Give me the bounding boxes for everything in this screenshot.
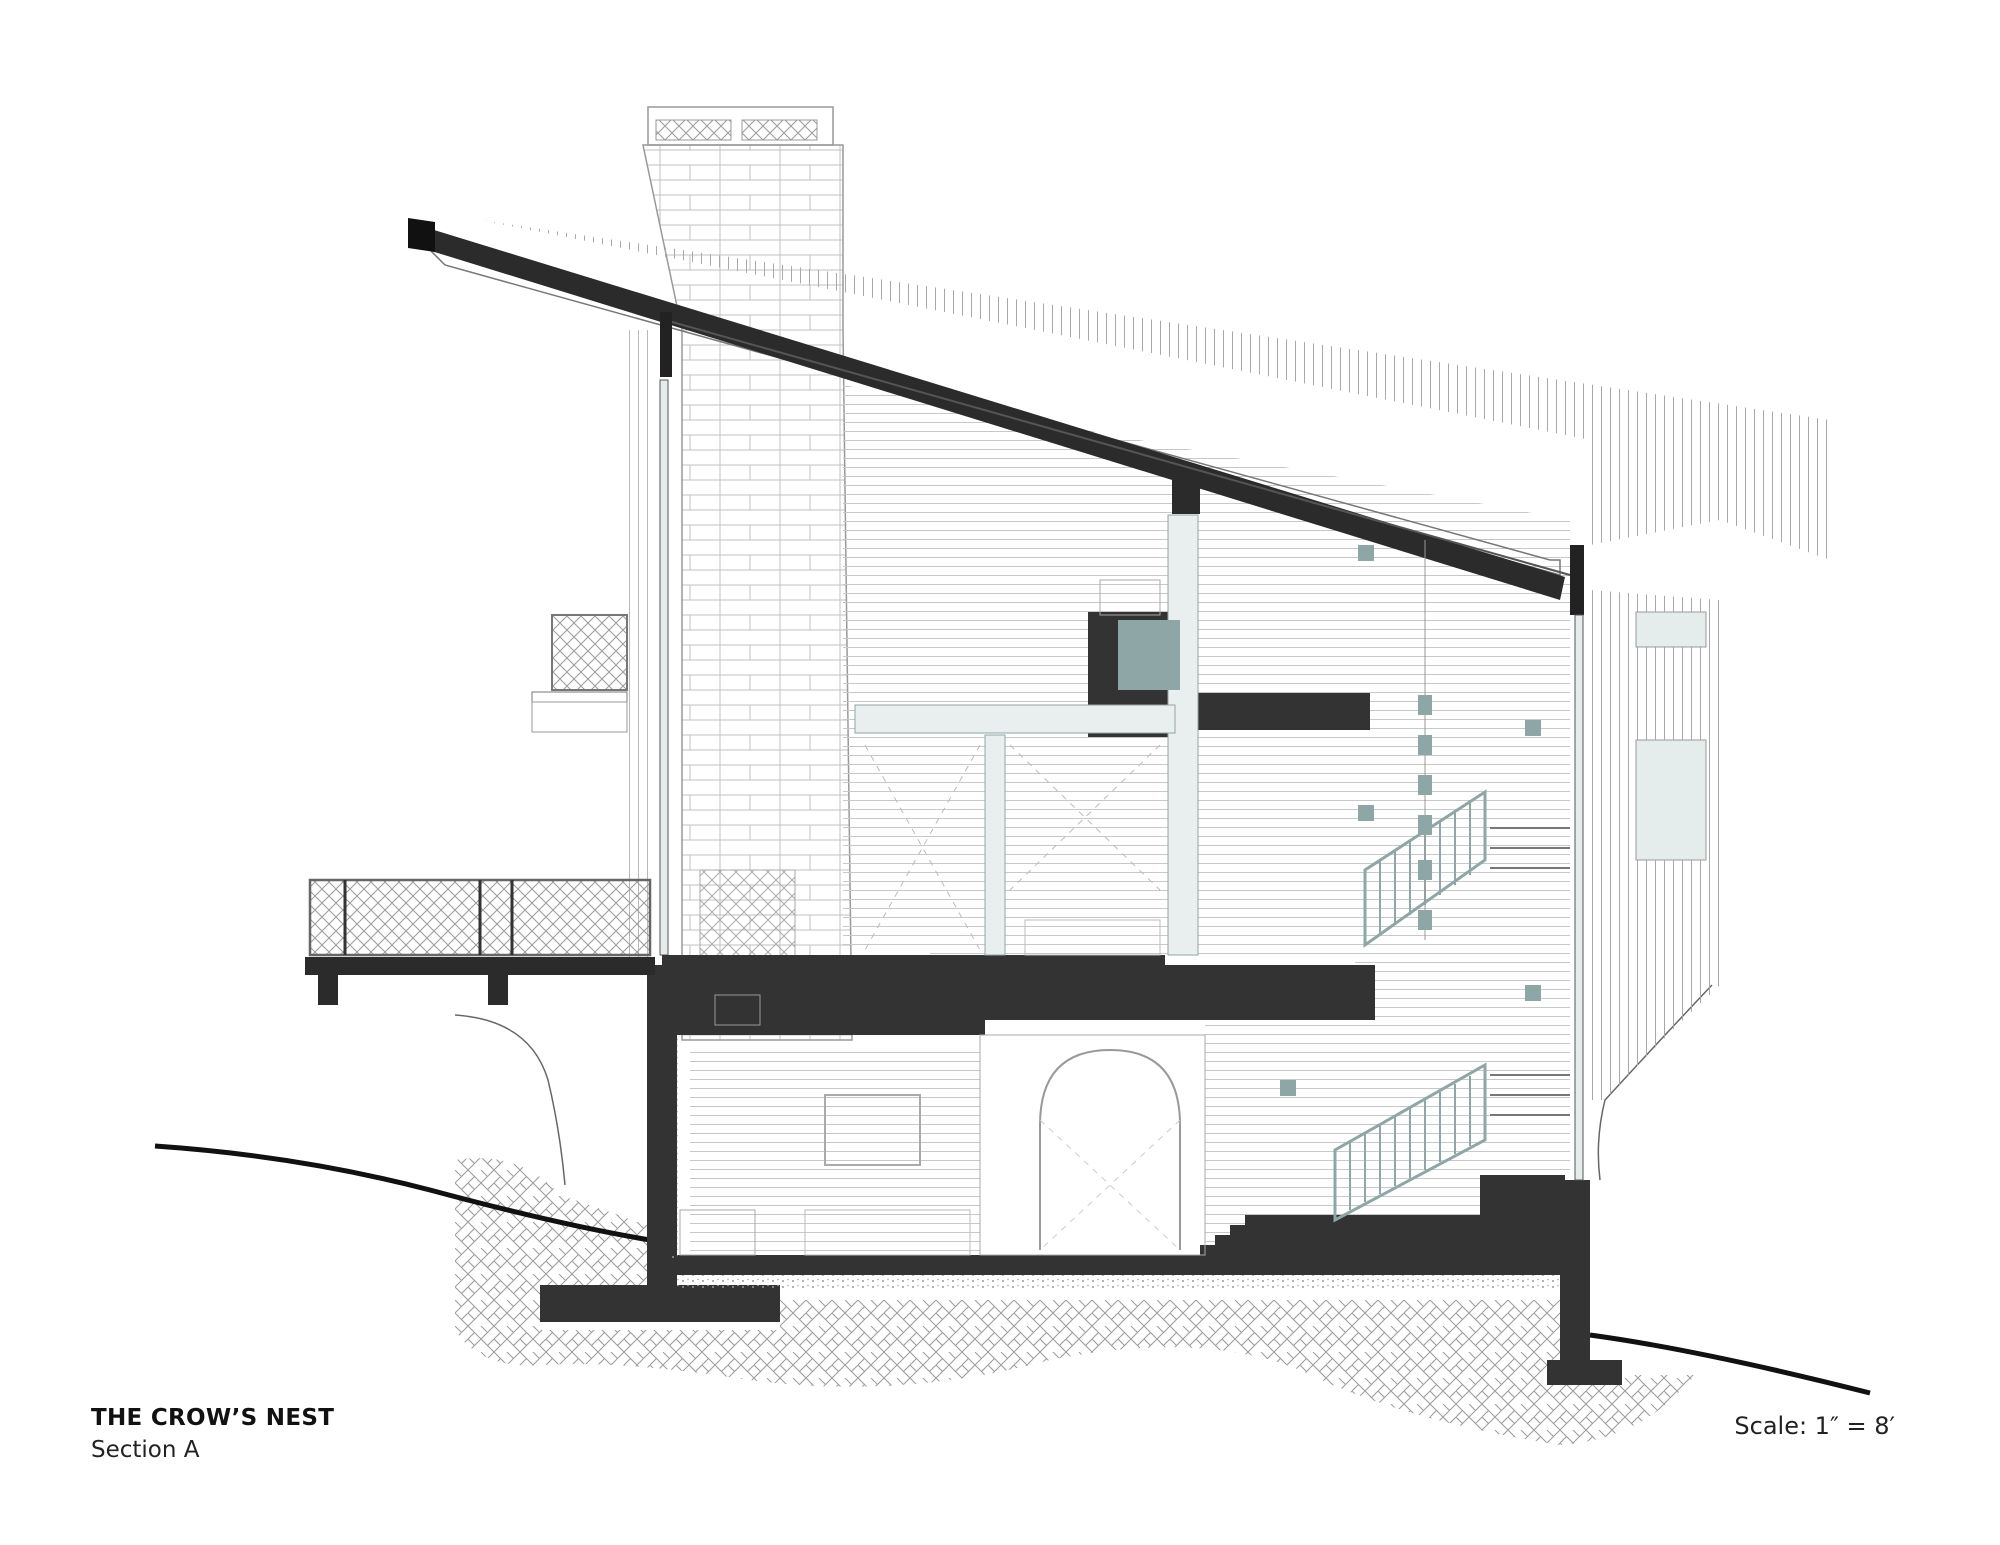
- right-wall-glazing: [1574, 614, 1584, 1181]
- upper-wall-siding: [843, 385, 1570, 1170]
- loft-post: [1167, 514, 1199, 956]
- upper-balcony: [531, 614, 628, 733]
- interior-structure: [854, 514, 1206, 1256]
- timber-beam: [854, 704, 1176, 734]
- roof-soffit: [427, 248, 1561, 576]
- roof-ceiling-line: [664, 319, 1571, 576]
- clerestory-window-1: [1635, 611, 1707, 648]
- terrace-joist-1: [318, 975, 338, 1005]
- interior-surfaces: [480, 220, 1830, 1255]
- terrace-deck: [305, 957, 655, 975]
- lower-screen-wall: [979, 1034, 1206, 1256]
- pendant-lights: [1280, 540, 1541, 1096]
- loft-bench: [1118, 620, 1180, 690]
- mech-duct: [714, 994, 761, 1026]
- chimney-flue-left: [655, 119, 732, 141]
- grade-line-right: [1589, 1332, 1871, 1396]
- terrace: [305, 878, 655, 1005]
- chimney: [642, 106, 853, 1041]
- upper-balcony-bracket: [531, 701, 628, 733]
- chimney-stack: [642, 144, 853, 1041]
- upper-balcony-railing: [551, 614, 628, 691]
- sofa-lower: [679, 1209, 756, 1256]
- loft-furniture: [1099, 579, 1180, 690]
- stair-treads: [1490, 827, 1570, 1116]
- roof: [408, 218, 1571, 600]
- gravel-bed: [677, 1275, 1560, 1290]
- arched-doorway: [1039, 1048, 1181, 1250]
- left-wall-post: [660, 312, 672, 377]
- sofa-main: [1024, 919, 1161, 956]
- terrace-joist-2: [488, 975, 508, 1005]
- main-floor-slab: [662, 955, 1375, 1255]
- slab-on-grade: [670, 1255, 1565, 1275]
- console-table: [804, 1209, 971, 1256]
- walls: [659, 312, 1584, 1181]
- title-block: THE CROW’S NEST Section A: [91, 1405, 334, 1463]
- stairs: [1280, 540, 1570, 1223]
- lower-furniture: [679, 919, 1161, 1256]
- exterior-siding-roof: [480, 220, 1830, 560]
- lower-stair-rail: [1333, 1062, 1487, 1223]
- stair-landing: [1200, 1175, 1565, 1255]
- chimney-flue-right: [741, 119, 818, 141]
- left-wall-glazing: [659, 379, 669, 956]
- upper-stair-rail: [1363, 789, 1487, 948]
- left-footing: [540, 1285, 780, 1322]
- lower-wall-siding: [690, 1045, 980, 1255]
- ridge-beam: [1172, 476, 1200, 514]
- earth-left: [455, 1158, 1700, 1445]
- framed-picture: [824, 1094, 921, 1166]
- roof-fascia: [408, 218, 435, 252]
- hill-profile: [454, 1014, 566, 1186]
- upper-balcony-deck: [531, 691, 628, 703]
- grade-line-left: [154, 1143, 651, 1243]
- loft-rail: [1099, 579, 1161, 616]
- right-wall-post: [1570, 545, 1584, 615]
- drawing-title: THE CROW’S NEST: [91, 1405, 335, 1431]
- drawing-scale: Scale: 1″ = 8′: [1734, 1412, 1895, 1440]
- exterior-siding-left: [625, 330, 650, 960]
- drawing-subtitle: Section A: [91, 1437, 200, 1463]
- clerestory-window-2: [1635, 739, 1707, 861]
- center-post: [984, 734, 1006, 956]
